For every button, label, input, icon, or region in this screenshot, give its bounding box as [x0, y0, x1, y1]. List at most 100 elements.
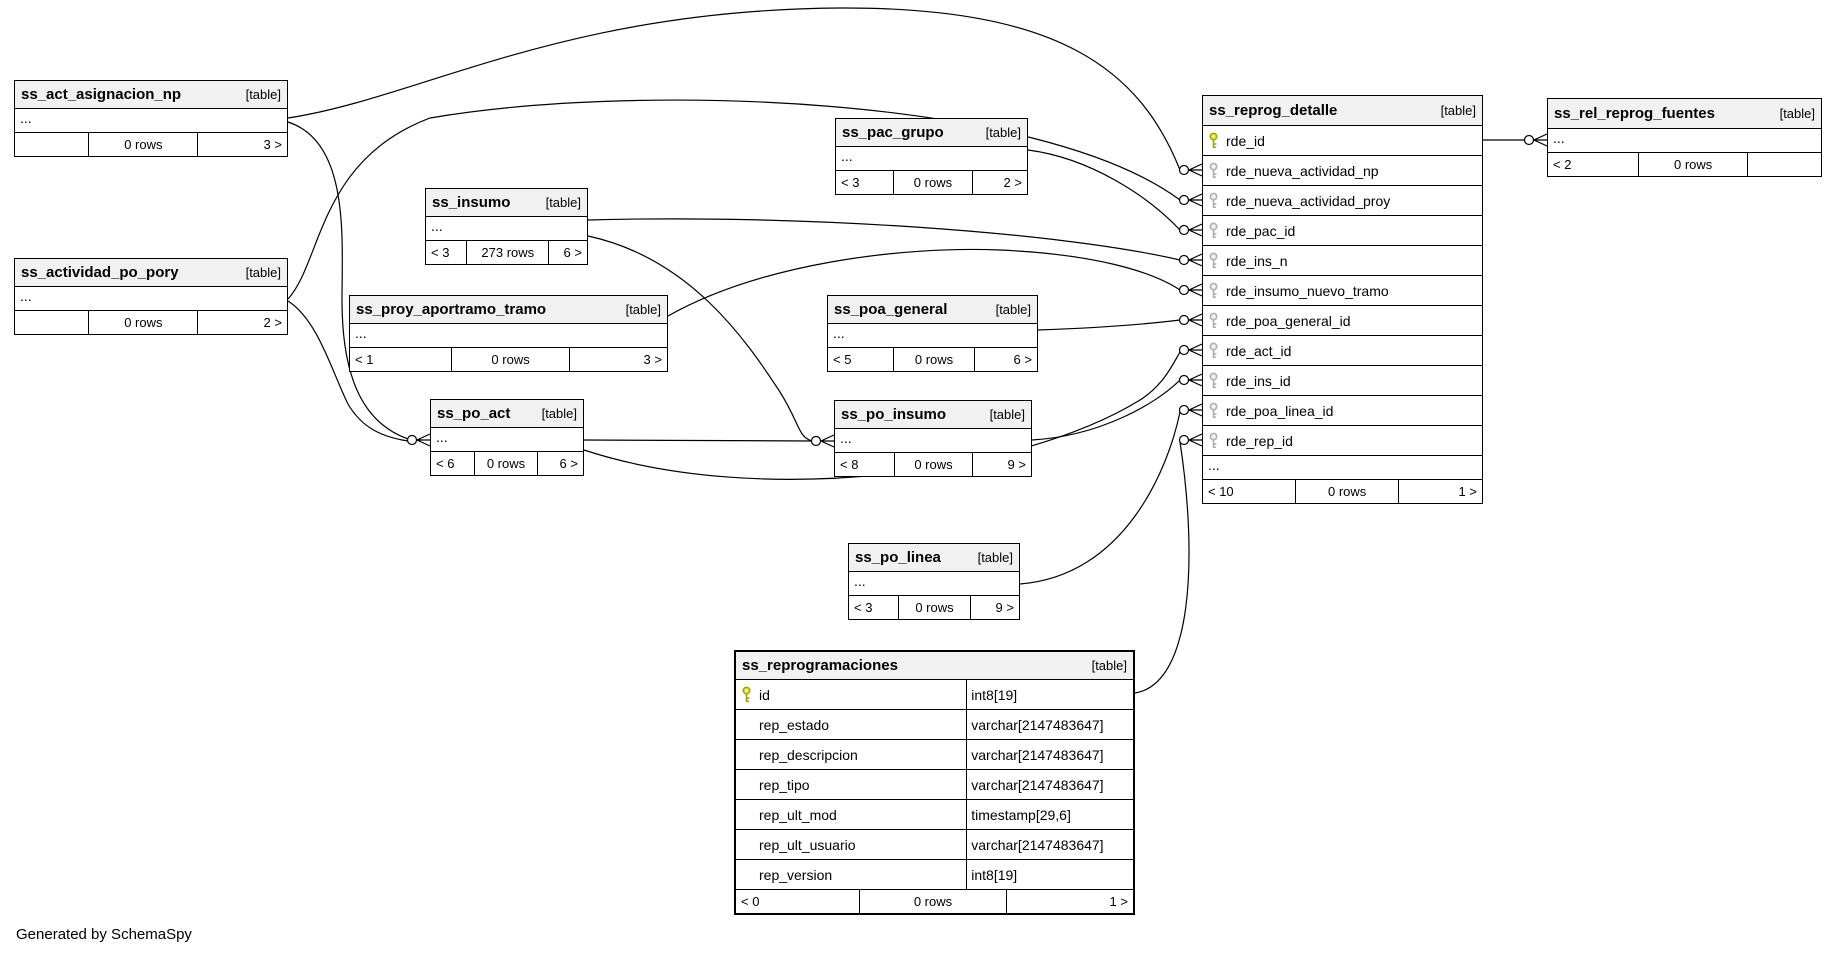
- table-name: ss_po_act: [437, 405, 511, 422]
- table-header[interactable]: ss_rel_reprog_fuentes[table]: [1548, 99, 1821, 129]
- ellipsis-row: ...: [15, 109, 287, 133]
- column-row: rde_nueva_actividad_proy: [1203, 186, 1482, 216]
- table-header[interactable]: ss_pac_grupo[table]: [836, 119, 1027, 147]
- footer-children-count: 3 >: [568, 348, 667, 371]
- zero-or-many-circle: [1178, 404, 1190, 416]
- foreign-key-icon: [1208, 282, 1220, 300]
- footer-row-count: 0 rows: [473, 452, 538, 475]
- column-row: rde_nueva_actividad_np: [1203, 156, 1482, 186]
- zero-or-many-circle: [810, 435, 822, 447]
- table-type-tag: [table]: [985, 125, 1021, 140]
- zero-or-many-circle: [1178, 434, 1190, 446]
- foreign-key-icon: [1208, 162, 1220, 180]
- table-header[interactable]: ss_poa_general[table]: [828, 296, 1037, 324]
- column-name: rde_id: [1226, 132, 1265, 149]
- footer-row-count: 0 rows: [88, 133, 197, 156]
- table-header[interactable]: ss_po_insumo[table]: [835, 401, 1031, 429]
- table-type-tag: [table]: [541, 406, 577, 421]
- footer-children-count: 1 >: [1398, 480, 1482, 503]
- zero-or-many-circle: [1178, 374, 1190, 386]
- ellipsis-row: ...: [426, 217, 587, 241]
- table-header[interactable]: ss_po_linea[table]: [849, 544, 1019, 572]
- table-header[interactable]: ss_reprogramaciones[table]: [736, 652, 1133, 680]
- column-name: rde_rep_id: [1226, 432, 1293, 449]
- table-type-tag: [table]: [545, 195, 581, 210]
- column-name: rde_poa_linea_id: [1226, 402, 1334, 419]
- crows-foot-connector: [1532, 133, 1548, 147]
- table-name: ss_reprog_detalle: [1209, 102, 1338, 119]
- column-row: rde_act_id: [1203, 336, 1482, 366]
- footer-parents-count: < 0: [741, 894, 760, 909]
- table-name: ss_poa_general: [834, 301, 948, 318]
- ellipsis-row: ...: [15, 287, 287, 311]
- crows-foot-connector: [1187, 343, 1203, 357]
- ellipsis-row: ...: [849, 572, 1019, 596]
- footer-children-count: 3 >: [197, 133, 287, 156]
- footer-parents-count: < 2: [1553, 157, 1572, 172]
- footer-children-count: 2 >: [971, 171, 1027, 194]
- table-header[interactable]: ss_proy_aportramo_tramo[table]: [350, 296, 667, 324]
- table-type-tag: [table]: [1440, 103, 1476, 118]
- footer-parents-count: < 3: [431, 245, 450, 260]
- column-name: rde_act_id: [1226, 342, 1292, 359]
- column-row: rde_ins_n: [1203, 246, 1482, 276]
- table-type-tag: [table]: [989, 407, 1025, 422]
- table-header[interactable]: ss_actividad_po_pory[table]: [15, 259, 287, 287]
- column-row: rde_poa_linea_id: [1203, 396, 1482, 426]
- footer-parents-count: < 6: [436, 456, 455, 471]
- relationship-edge-ss_po_act-to-ss_po_insumo: [583, 439, 813, 442]
- crows-foot-connector: [1187, 373, 1203, 387]
- crows-foot-connector: [819, 434, 835, 448]
- column-name: rde_nueva_actividad_np: [1226, 162, 1379, 179]
- column-type: int8[19]: [966, 860, 1133, 889]
- ellipsis-row: ...: [835, 429, 1031, 453]
- table-type-tag: [table]: [245, 87, 281, 102]
- table-name: ss_rel_reprog_fuentes: [1554, 105, 1715, 122]
- footer-children-count: 6 >: [548, 241, 587, 264]
- column-name: rde_ins_n: [1226, 252, 1288, 269]
- footer-parents-count: < 8: [840, 457, 859, 472]
- table-box-ss_reprog_detalle[interactable]: ss_reprog_detalle [table] rde_id rde_nueva_…: [1202, 95, 1483, 504]
- table-header[interactable]: ss_act_asignacion_np [table]: [15, 81, 287, 109]
- table-header[interactable]: ss_insumo[table]: [426, 189, 587, 217]
- column-name: rep_ult_usuario: [759, 836, 856, 853]
- column-name: id: [759, 686, 770, 703]
- table-name: ss_reprogramaciones: [742, 657, 898, 674]
- footer-row-count: 0 rows: [892, 348, 975, 371]
- column-row: rde_ins_id: [1203, 366, 1482, 396]
- table-name: ss_act_asignacion_np: [21, 86, 182, 103]
- table-name: ss_proy_aportramo_tramo: [356, 301, 547, 318]
- column-name: rde_ins_id: [1226, 372, 1291, 389]
- table-header[interactable]: ss_reprog_detalle [table]: [1203, 96, 1482, 126]
- foreign-key-icon: [1208, 372, 1220, 390]
- relationship-edge-ss_insumo-to-ss_po_insumo: [587, 235, 813, 442]
- crows-foot-connector: [1187, 283, 1203, 297]
- primary-key-icon: [1208, 132, 1220, 150]
- relationship-edge-ss_actividad_po_pory-to-ss_reprog_detalle: [287, 99, 1181, 300]
- footer-children-count: 6 >: [974, 348, 1037, 371]
- table-header[interactable]: ss_po_act [table]: [431, 400, 583, 428]
- table-name: ss_po_linea: [855, 549, 941, 566]
- ellipsis-row: ...: [431, 428, 583, 452]
- zero-or-many-circle: [1178, 314, 1190, 326]
- relationship-edge-ss_proy_aportramo_tramo-to-ss_reprog_detalle: [667, 248, 1181, 317]
- ellipsis-row: ...: [350, 324, 667, 348]
